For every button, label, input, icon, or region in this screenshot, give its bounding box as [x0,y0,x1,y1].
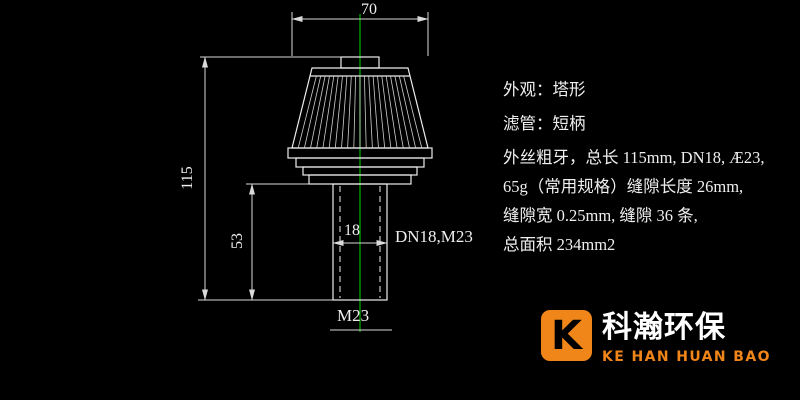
spec-slot-length: 65g（常用规格）缝隙长度 26mm, [503,177,744,196]
company-logo: K 科瀚环保 KE HAN HUAN BAO [541,310,771,365]
company-name-en: KE HAN HUAN BAO [602,349,771,365]
logo-k-icon: K [541,310,592,361]
logo-letter: K [551,312,582,359]
dim-stem-height-label: 53 [229,233,246,249]
dimension-lines [198,12,429,331]
dim-total-height-label: 115 [179,166,196,190]
spec-slot-width: 缝隙宽 0.25mm, 缝隙 36 条, [503,206,698,225]
thread-spec-label: DN18,M23 [395,227,473,246]
company-name-cn: 科瀚环保 [602,310,726,345]
spec-text-block: 外观：塔形 滤管：短柄 外丝粗牙，总长 115mm, DN18, Æ23, 65… [503,80,800,264]
spec-appearance: 外观：塔形 [503,80,586,99]
spec-total-area: 总面积 234mm2 [503,235,616,254]
spec-thread-size: 外丝粗牙，总长 115mm, DN18, Æ23, [503,148,765,167]
cone-slot-lines [297,75,423,149]
logo-text: 科瀚环保 KE HAN HUAN BAO [602,310,771,365]
bottom-thread-label: M23 [337,306,370,325]
dim-bore-width-label: 18 [344,222,360,239]
spec-pipe-type: 滤管：短柄 [503,114,586,133]
dim-top-width-label: 70 [361,1,377,18]
